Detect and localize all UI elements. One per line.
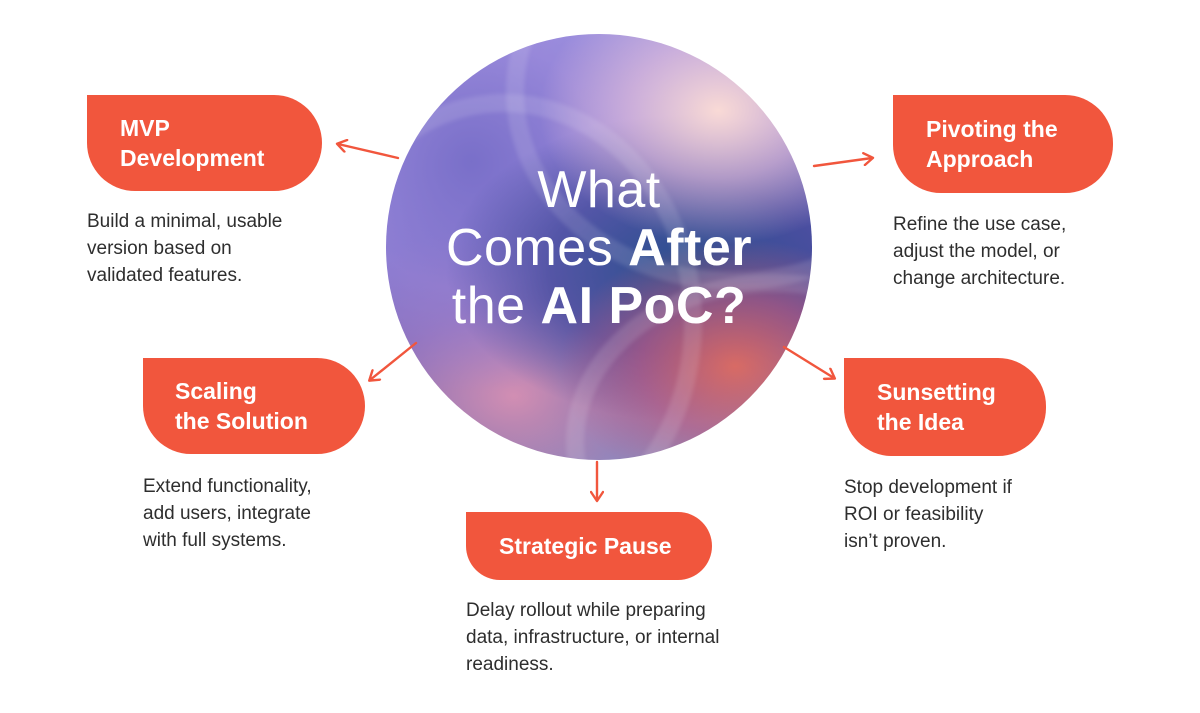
node-pivot-description: Refine the use case, adjust the model, o… xyxy=(893,214,1067,289)
node-mvp-description: Build a minimal, usable version based on… xyxy=(87,211,283,286)
node-pause-label-line1: Strategic Pause xyxy=(499,533,672,559)
center-title-line3: the AI PoC? xyxy=(451,277,747,335)
node-mvp-label-line2: Development xyxy=(120,145,265,171)
node-pivot-label-line1: Pivoting the xyxy=(926,116,1058,142)
node-pause-description: Delay rollout while preparing data, infr… xyxy=(466,600,720,675)
center-title-line2: Comes After xyxy=(445,219,752,277)
center-title: What Comes After the AI PoC? xyxy=(386,34,812,460)
center-title-line1: What xyxy=(537,161,661,219)
node-scaling-label: Scaling the Solution xyxy=(143,358,365,454)
arrow-to-pivot xyxy=(812,158,872,168)
node-sunset-label-line1: Sunsetting xyxy=(877,379,996,405)
node-pivot-label-line2: Approach xyxy=(926,146,1034,172)
node-sunset-description: Stop development if ROI or feasibility i… xyxy=(844,477,1012,552)
node-sunset-label-line2: the Idea xyxy=(877,409,964,435)
center-gradient-circle xyxy=(386,34,812,460)
node-mvp-label: MVP Development xyxy=(87,95,322,191)
node-mvp-label-line1: MVP xyxy=(120,115,170,141)
node-scaling-description: Extend functionality, add users, integra… xyxy=(143,476,312,551)
node-scaling-label-line1: Scaling xyxy=(175,378,257,404)
node-sunset-label: Sunsetting the Idea xyxy=(844,358,1046,456)
node-pivot-label: Pivoting the Approach xyxy=(893,95,1113,193)
node-pause-label: Strategic Pause xyxy=(466,512,712,580)
node-scaling-label-line2: the Solution xyxy=(175,408,308,434)
